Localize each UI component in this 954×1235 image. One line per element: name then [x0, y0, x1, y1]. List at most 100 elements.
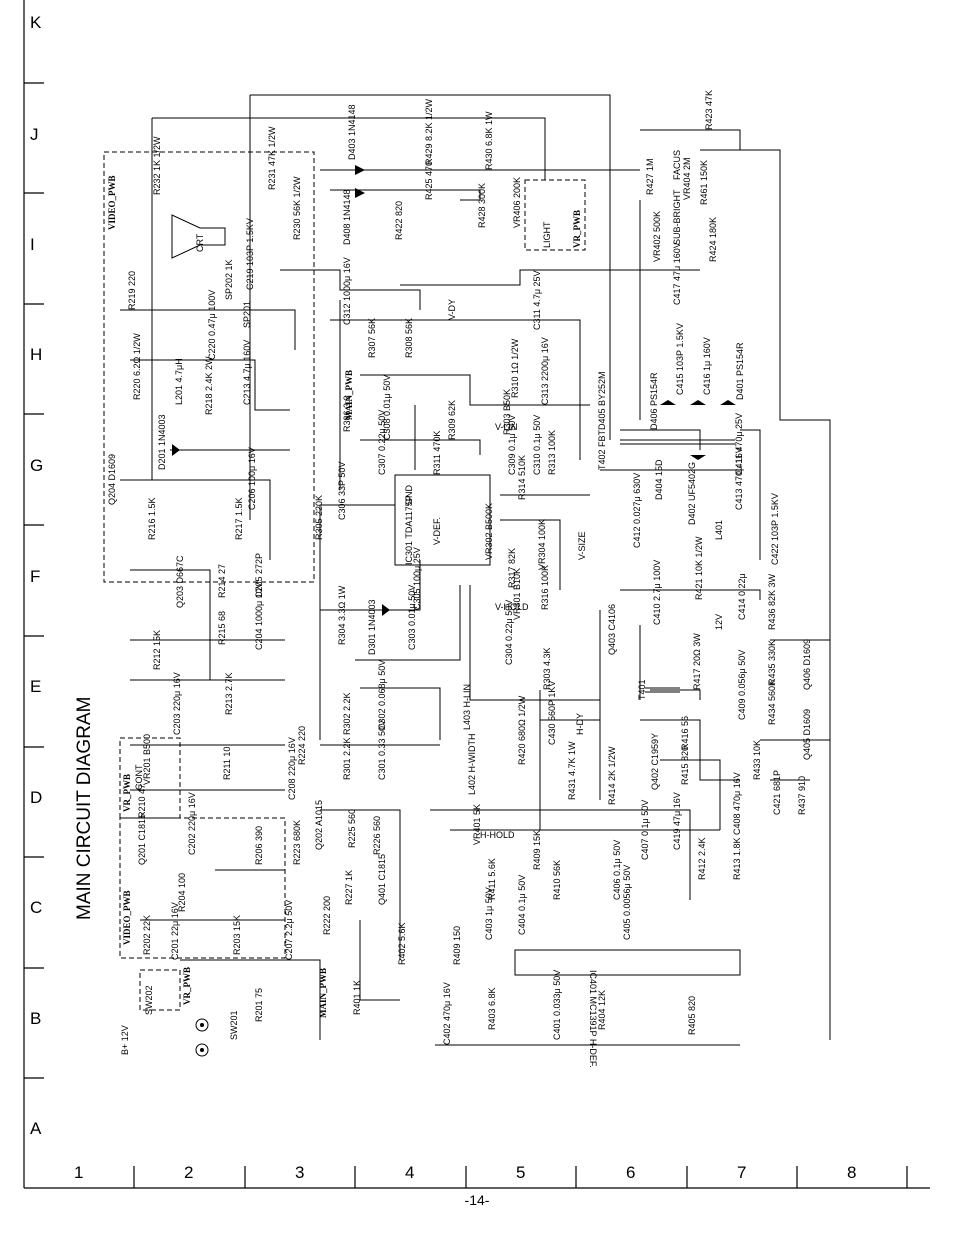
component-label: C309 0.1μ 50V: [507, 415, 517, 475]
component-label: C313 2200μ 16V: [540, 337, 550, 405]
component-label: R222 200: [322, 896, 332, 935]
component-label: R218 2.4K 2W: [204, 356, 214, 415]
component-label: R409 15K: [532, 830, 542, 870]
control-label: FACUS: [672, 150, 682, 180]
column-label: 1: [74, 1163, 83, 1182]
component-label: R420 680Ω 1/2W: [517, 695, 527, 765]
component-label: R303 B50K: [502, 389, 512, 435]
board-label: MAIN_PWB: [318, 968, 328, 1018]
component-label: R313 100K: [547, 430, 557, 475]
row-label: H: [30, 345, 42, 364]
column-label: 6: [626, 1163, 635, 1182]
component-label: R403 6.8K: [487, 987, 497, 1030]
component-label: R217 1.5K: [234, 497, 244, 540]
component-label: Q203 D667C: [175, 555, 185, 608]
component-label: R227 1K: [344, 870, 354, 905]
component-label: C205 272P: [254, 553, 264, 598]
component-label: R306 3.3: [342, 395, 352, 432]
component-label: R219 220: [127, 271, 137, 310]
component-label: R203 15K: [232, 915, 242, 955]
component-label: C306 33P 50V: [337, 462, 347, 520]
column-label: 5: [516, 1163, 525, 1182]
component-label: R428 300K: [477, 183, 487, 228]
component-label: SP202 1K: [224, 259, 234, 300]
component-label: D403 1N4148: [347, 104, 357, 160]
control-label: SUB-BRIGHT: [672, 189, 682, 245]
component-label: C308 0.01μ 50V: [382, 375, 392, 440]
row-label: E: [30, 677, 41, 696]
component-label: C404 0.1μ 50V: [517, 875, 527, 935]
component-label: R204 100: [177, 873, 187, 912]
component-label: VR401 5K: [472, 804, 482, 845]
component-label: R309 62K: [447, 400, 457, 440]
component-label: R430 6.8K 1W: [484, 111, 494, 170]
row-ticks: [24, 82, 44, 1079]
component-label: R429 8.2K 1/2W: [424, 98, 434, 165]
row-label: C: [30, 898, 42, 917]
component-label: R301 2.2K: [342, 737, 352, 780]
component-label: R435 330K: [767, 640, 777, 685]
row-label: F: [30, 567, 40, 586]
component-label: R226 560: [372, 816, 382, 855]
component-label: Q202 A1015: [314, 800, 324, 850]
component-label: C213 4.7μ 160V: [242, 340, 252, 405]
component-label: R409 150: [452, 926, 462, 965]
column-ticks: [133, 1166, 908, 1188]
component-label: R210 47: [137, 784, 147, 818]
component-label: C408 470μ 16V: [732, 772, 742, 835]
component-label: Q405 D1609: [802, 709, 812, 760]
column-label: 7: [737, 1163, 746, 1182]
board-labels: VIDEO_PWB VR_PWB MAIN_PWB VR_PWB VIDEO_P…: [107, 175, 582, 1018]
component-label: R225 560: [347, 809, 357, 848]
component-label: R223 680K: [292, 820, 302, 865]
component-label: C407 0.1μ 50V: [640, 800, 650, 860]
component-label: Q201 C1815: [137, 814, 147, 865]
component-label: R230 56K 1/2W: [292, 176, 302, 240]
component-label: R421 10K 1/2W: [694, 536, 704, 600]
component-label: R314 510K: [517, 455, 527, 500]
component-label: D402 UF5402G: [687, 462, 697, 525]
component-label: Q406 D1609: [802, 639, 812, 690]
component-label: VR301 B10K: [512, 568, 522, 620]
control-label: LIGHT: [542, 221, 552, 248]
component-label: R201 75: [254, 988, 264, 1022]
board-label: VR_PWB: [122, 774, 132, 812]
component-label: VR406 200K: [512, 177, 522, 228]
component-label: C414 0.22μ: [737, 573, 747, 620]
row-label: K: [30, 13, 42, 32]
component-label: C401 0.033μ 50V: [552, 970, 562, 1040]
component-label: C310 0.1μ 50V: [532, 415, 542, 475]
component-label: D408 1N4148: [342, 189, 352, 245]
component-label: R305 220K: [314, 495, 324, 540]
component-label: R401 1K: [352, 980, 362, 1015]
ic-blocks: [394, 474, 741, 976]
component-label: R304 3.3Ω 1W: [337, 585, 347, 645]
component-label: C305 100μ 25V: [412, 547, 422, 610]
component-label: R427 1M: [645, 158, 655, 195]
component-label: L403 H-LIN: [462, 684, 472, 730]
row-labels: K J I H G F E D C B A: [30, 13, 43, 1138]
component-label: R213 2.7K: [224, 672, 234, 715]
component-label: C203 220μ 16V: [172, 672, 182, 735]
row-label: J: [30, 125, 39, 144]
board-label: VR_PWB: [572, 210, 582, 248]
row-label: D: [30, 788, 42, 807]
component-label: R431 4.7K 1W: [567, 741, 577, 800]
crt-icon: CRT: [171, 214, 226, 259]
page-number: -14-: [464, 1192, 490, 1208]
column-label: 8: [847, 1163, 856, 1182]
component-label: C430 560P 1KV: [547, 681, 557, 745]
control-label: 12V: [714, 614, 724, 630]
board-label: MAIN_PWB: [344, 370, 354, 420]
component-label: T402 FBT: [597, 429, 607, 470]
component-label: C302 0.068μ 50V: [377, 660, 387, 730]
column-label: 3: [295, 1163, 304, 1182]
component-label: R212 15K: [152, 630, 162, 670]
control-label: V-HOLD: [495, 602, 529, 612]
component-label: R417 20Ω 3W: [692, 633, 702, 690]
control-label: GND: [404, 485, 414, 506]
component-label: C411 470μ 25V: [734, 413, 744, 475]
board-label: VIDEO_PWB: [107, 175, 117, 230]
component-label: C303 0.01μ 50V: [407, 585, 417, 650]
